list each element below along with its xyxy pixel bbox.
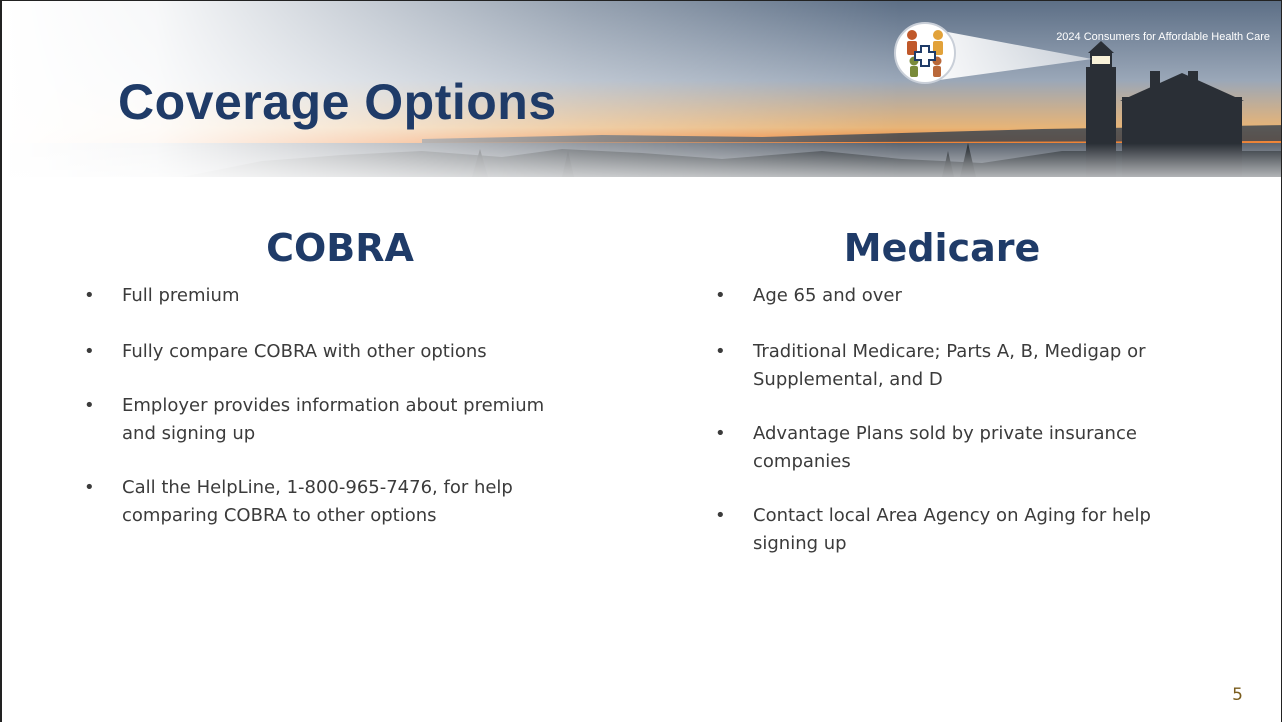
medicare-heading: Medicare	[843, 226, 1041, 270]
cobra-heading: COBRA	[266, 226, 414, 270]
page-number: 5	[1232, 685, 1243, 705]
list-item: Full premium	[84, 282, 604, 310]
list-item: Age 65 and over	[715, 282, 1235, 310]
list-item: Traditional Medicare; Parts A, B, Mediga…	[715, 338, 1163, 394]
organization-label: 2024 Consumers for Affordable Health Car…	[1056, 31, 1270, 43]
header-banner: 2024 Consumers for Affordable Health Car…	[2, 1, 1281, 191]
family-health-logo-icon	[894, 22, 956, 84]
list-item: Call the HelpLine, 1-800-965-7476, for h…	[84, 474, 592, 530]
sunset-lighthouse-illustration	[2, 1, 1281, 191]
cobra-bullet-list: Full premium Fully compare COBRA with ot…	[84, 282, 604, 530]
medicare-bullet-list: Age 65 and over Traditional Medicare; Pa…	[715, 282, 1235, 558]
list-item: Fully compare COBRA with other options	[84, 338, 604, 366]
list-item: Advantage Plans sold by private insuranc…	[715, 420, 1143, 476]
list-item: Contact local Area Agency on Aging for h…	[715, 502, 1183, 558]
list-item: Employer provides information about prem…	[84, 392, 562, 448]
slide-title: Coverage Options	[118, 74, 557, 130]
